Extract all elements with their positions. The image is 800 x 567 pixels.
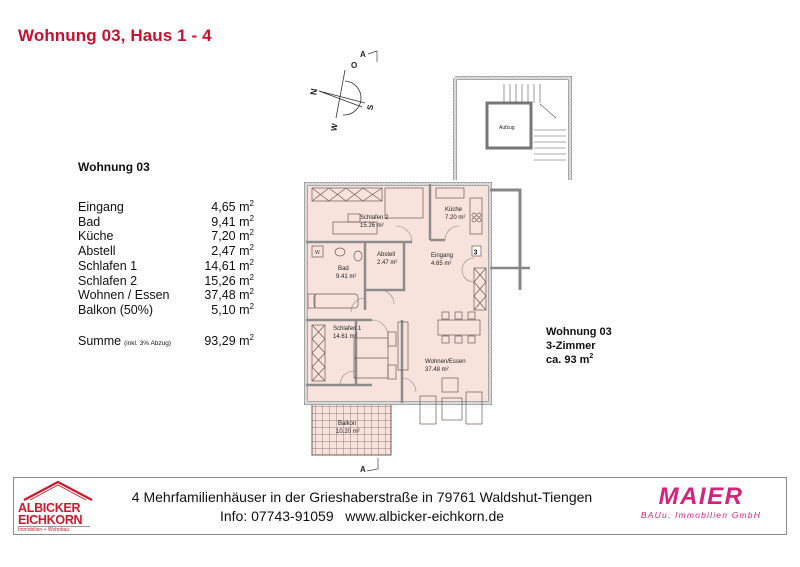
area-row: Schlafen 2 15,26 m2 <box>78 272 254 289</box>
svg-text:A: A <box>360 50 366 59</box>
roof-icon <box>23 480 93 501</box>
svg-text:Schlafen 2: Schlafen 2 <box>360 215 389 221</box>
area-value: 14,61 m2 <box>204 257 254 273</box>
area-label: Schlafen 2 <box>78 273 138 288</box>
svg-text:9.41 m²: 9.41 m² <box>336 274 356 280</box>
footer-contact-line: Info: 07743-91059 www.albicker-eichkorn.… <box>219 508 505 524</box>
area-label: Schlafen 1 <box>78 258 138 273</box>
footer-banner: ALBICKER EICHKORN Immobilien + Wohnbau 4… <box>13 477 787 535</box>
svg-text:15.26 m²: 15.26 m² <box>360 223 384 229</box>
area-label: Balkon (50%) <box>78 302 154 317</box>
stair-core: Aufzug <box>453 76 572 180</box>
svg-text:4.65 m²: 4.65 m² <box>431 261 451 267</box>
area-value: 37,48 m2 <box>204 287 254 303</box>
svg-text:Küche: Küche <box>445 207 463 213</box>
svg-text:Wohnen/Essen: Wohnen/Essen <box>425 359 466 365</box>
svg-text:7.20 m²: 7.20 m² <box>445 215 465 221</box>
svg-text:Bad: Bad <box>338 266 349 272</box>
page-title: Wohnung 03, Haus 1 - 4 <box>18 26 212 45</box>
apartment-plan: W 3 <box>304 182 530 456</box>
area-label: Küche <box>78 229 114 244</box>
albicker-eichkorn-logo: ALBICKER EICHKORN Immobilien + Wohnbau <box>16 480 94 534</box>
svg-text:O: O <box>351 61 357 70</box>
svg-text:3: 3 <box>474 250 478 257</box>
area-label: Abstell <box>78 244 116 259</box>
svg-text:37.48 m²: 37.48 m² <box>425 367 449 373</box>
area-label: Eingang <box>78 200 124 214</box>
footer-info: 4 Mehrfamilienhäuser in der Grieshaberst… <box>102 488 622 526</box>
svg-text:Schlafen 1: Schlafen 1 <box>333 326 362 332</box>
svg-text:Aufzug: Aufzug <box>499 125 515 131</box>
area-value: 5,10 m2 <box>211 301 254 317</box>
svg-text:N: N <box>308 88 319 96</box>
floor-plan: O N S W A Aufzug <box>304 50 572 474</box>
compass-icon: O N S W <box>308 61 375 132</box>
footer-project-line: 4 Mehrfamilienhäuser in der Grieshaberst… <box>131 489 593 505</box>
area-row: Küche 7,20 m2 <box>78 229 254 244</box>
apartment-summary: Wohnung 03 3-Zimmer ca. 93 m2 <box>546 325 612 367</box>
area-value: 7,20 m2 <box>211 228 254 244</box>
svg-text:10.20 m²: 10.20 m² <box>336 429 360 435</box>
area-row: Wohnen / Essen 37,48 m2 <box>78 288 254 303</box>
area-value: 4,65 m2 <box>211 199 254 215</box>
area-label: Wohnen / Essen <box>78 288 170 303</box>
area-value: 9,41 m2 <box>211 213 254 229</box>
area-row: Balkon (50%) 5,10 m2 <box>78 301 254 318</box>
area-row: Bad 9,41 m2 <box>78 213 254 230</box>
svg-text:Balkon: Balkon <box>338 421 356 427</box>
section-marker-bottom: A <box>360 458 379 474</box>
area-table-title: Wohnung 03 <box>78 160 150 174</box>
area-row: Abstell 2,47 m2 <box>78 244 254 259</box>
svg-text:Eingang: Eingang <box>431 253 453 259</box>
svg-text:2.47 m²: 2.47 m² <box>377 260 397 266</box>
area-table: Eingang 4,65 m2 Bad 9,41 m2 Küche 7,20 m2 A… <box>78 200 254 318</box>
area-label: Bad <box>78 214 101 229</box>
area-row: Schlafen 1 14,61 m2 <box>78 257 254 274</box>
area-value: 15,26 m2 <box>204 272 254 288</box>
svg-text:W: W <box>315 250 320 256</box>
svg-text:W: W <box>329 122 339 131</box>
area-sum-label: Summe(inkl. 3% Abzug) <box>78 334 172 348</box>
svg-text:14.61 m²: 14.61 m² <box>333 334 357 340</box>
area-row: Eingang 4,65 m2 <box>78 200 254 215</box>
area-sum-value: 93,29 m2 <box>204 333 254 349</box>
section-marker-top: A <box>360 50 378 62</box>
summary-size: ca. 93 m2 <box>546 353 594 366</box>
summary-apartment: Wohnung 03 <box>546 326 612 338</box>
maier-logo: MAIER BAUu. Immobilien GmbH <box>640 483 762 521</box>
area-value: 2,47 m2 <box>211 243 254 259</box>
svg-text:S: S <box>366 103 376 110</box>
area-sum-row: Summe(inkl. 3% Abzug) 93,29 m2 <box>78 333 254 349</box>
summary-rooms: 3-Zimmer <box>546 340 596 352</box>
svg-text:Abstell: Abstell <box>377 252 395 258</box>
svg-text:A: A <box>360 465 366 474</box>
